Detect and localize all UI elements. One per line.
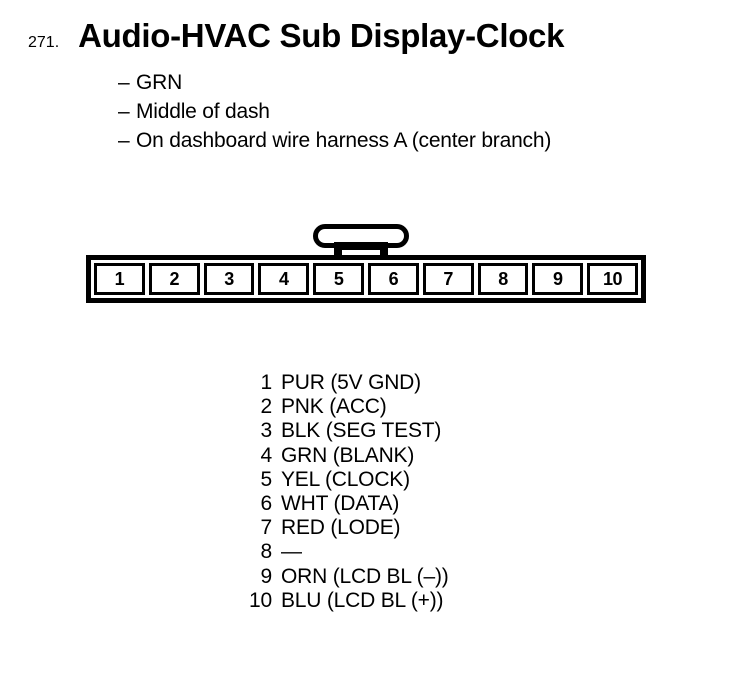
pin-legend-description: YEL (CLOCK) xyxy=(281,467,410,491)
note-dash: – xyxy=(118,71,130,94)
connector-pin-6: 6 xyxy=(367,263,419,295)
pin-legend-row: 8— xyxy=(236,540,449,564)
connector-diagram: 1 2 3 4 5 6 7 8 9 10 xyxy=(86,224,646,306)
pin-legend-row: 10 BLU (LCD BL (+)) xyxy=(236,589,449,613)
pin-legend-row: 3 BLK (SEG TEST) xyxy=(236,419,449,443)
pin-legend-number: 5 xyxy=(260,467,273,491)
connector-pin-label: 10 xyxy=(603,269,623,289)
pin-legend-number: 7 xyxy=(260,516,273,540)
connector-pin-label: 7 xyxy=(443,269,453,289)
note-text: On dashboard wire harness A (center bran… xyxy=(136,129,552,152)
title-number: 271. xyxy=(28,34,60,51)
pin-legend-number: 10 xyxy=(249,588,272,612)
note-item: –On dashboard wire harness A (center bra… xyxy=(118,126,551,155)
connector-pin-label: 8 xyxy=(498,269,508,289)
notes-list: –GRN–Middle of dash–On dashboard wire ha… xyxy=(118,68,551,155)
connector-pin-10: 10 xyxy=(587,263,638,295)
note-item: –Middle of dash xyxy=(118,97,551,126)
pin-legend-description: ORN (LCD BL (–)) xyxy=(281,564,449,588)
pin-legend-number: 4 xyxy=(260,443,273,467)
note-text: Middle of dash xyxy=(136,100,270,123)
pin-legend-number: 3 xyxy=(260,419,273,443)
pin-legend-description: RED (LODE) xyxy=(281,516,401,540)
page-title: 271. Audio-HVAC Sub Display-Clock xyxy=(28,17,564,55)
pin-legend-description: BLK (SEG TEST) xyxy=(281,419,442,443)
pin-legend-description: BLU (LCD BL (+)) xyxy=(281,588,444,612)
pin-legend-number: 6 xyxy=(260,492,273,516)
connector-pin-label: 3 xyxy=(224,269,234,289)
pin-legend-row: 7 RED (LODE) xyxy=(236,516,449,540)
connector-pin-9: 9 xyxy=(532,263,584,295)
connector-pin-7: 7 xyxy=(422,263,474,295)
connector-pin-label: 4 xyxy=(279,269,289,289)
connector-tab-bridge xyxy=(334,242,388,250)
connector-pin-8: 8 xyxy=(477,263,529,295)
note-text: GRN xyxy=(136,71,183,94)
pin-legend-description: — xyxy=(281,540,302,564)
pin-legend-number: 2 xyxy=(260,395,273,419)
pin-legend-row: 2 PNK (ACC) xyxy=(236,395,449,419)
pin-legend-row: 1 PUR (5V GND) xyxy=(236,371,449,395)
pin-legend-row: 4 GRN (BLANK) xyxy=(236,444,449,468)
connector-body: 1 2 3 4 5 6 7 8 9 10 xyxy=(86,255,646,303)
connector-pin-label: 9 xyxy=(553,269,563,289)
connector-tab-neck-right xyxy=(380,242,388,260)
connector-tab-neck-left xyxy=(334,242,342,260)
pin-legend-row: 9 ORN (LCD BL (–)) xyxy=(236,565,449,589)
connector-pin-label: 1 xyxy=(114,269,125,289)
connector-pin-label: 2 xyxy=(169,269,179,289)
pin-legend-number: 9 xyxy=(260,564,273,588)
pin-legend-description: PUR (5V GND) xyxy=(281,371,421,394)
pin-legend-number: 8 xyxy=(260,540,273,564)
note-item: –GRN xyxy=(118,68,551,97)
connector-pin-2: 2 xyxy=(148,263,200,295)
pin-legend-description: GRN (BLANK) xyxy=(281,443,415,467)
note-dash: – xyxy=(118,100,130,123)
connector-pin-5: 5 xyxy=(313,263,364,295)
connector-pin-label: 6 xyxy=(388,269,399,289)
connector-pin-label: 5 xyxy=(333,269,344,289)
title-text: Audio-HVAC Sub Display-Clock xyxy=(78,17,565,54)
pin-legend-description: WHT (DATA) xyxy=(281,492,400,516)
pin-legend-description: PNK (ACC) xyxy=(281,395,387,419)
pin-legend-number: 1 xyxy=(260,371,273,394)
connector-pin-4: 4 xyxy=(258,263,310,295)
connector-pin-1: 1 xyxy=(94,263,145,295)
pin-legend-row: 6 WHT (DATA) xyxy=(236,492,449,516)
note-dash: – xyxy=(118,129,130,152)
pin-legend-row: 5 YEL (CLOCK) xyxy=(236,468,449,492)
connector-pin-3: 3 xyxy=(203,263,255,295)
